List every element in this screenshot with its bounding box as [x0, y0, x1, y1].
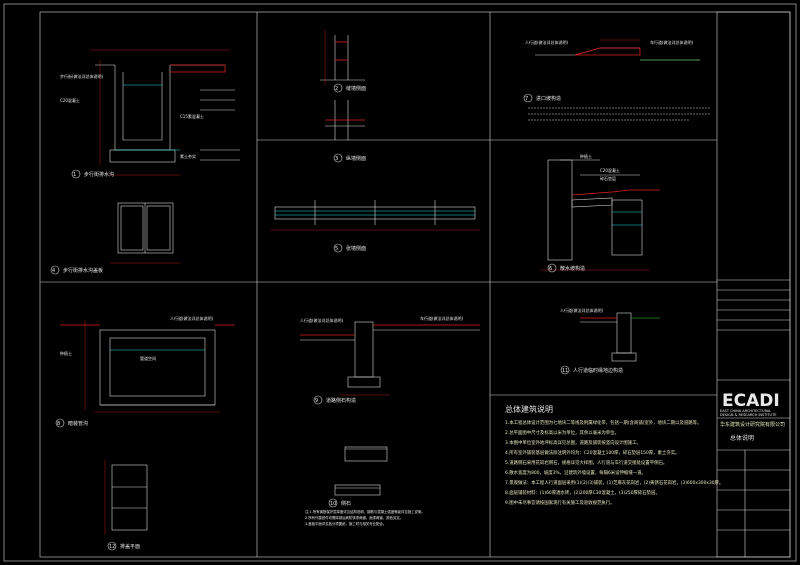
d8-number: 8 [57, 421, 60, 427]
d2-title: 缝墙侧面 [346, 85, 366, 92]
d1-label-soil: 素土夯实 [180, 153, 196, 159]
title-block-rows [717, 279, 790, 557]
d7-number: 7 [525, 96, 528, 102]
note-line: 5.道路侧石采用花岗岩侧石，规格详见大样图，人行道与车行道交接处设置平侧石。 [505, 459, 667, 466]
d8-label-pipespace: 管道空间 [140, 355, 156, 361]
d3-title: 纵墙侧面 [346, 155, 366, 162]
d5-title: 张墙侧面 [346, 245, 366, 252]
bottom-note-1: 注:1.所有钢筋保护层厚度详见结构说明，钢筋与混凝土强度等级详见施工说明。 [305, 509, 425, 514]
d1-title: 步行街排水沟 [84, 171, 114, 178]
drawing-7-section [535, 39, 700, 61]
d3-number: 3 [335, 156, 338, 162]
brand-sub-1: EAST CHINA ARCHITECTURAL [720, 409, 771, 413]
d7-notes-lines [528, 107, 710, 121]
drawing-6-section [540, 159, 660, 271]
brand-sub-2: DESIGN & RESEARCH INSTITUTE [720, 413, 776, 417]
d10-number: 10 [330, 501, 336, 507]
drawing-1-section [90, 49, 240, 176]
d8-title: 暗装管沟 [68, 420, 88, 427]
drawing-9-section [300, 321, 480, 396]
d1-number: 1 [73, 172, 76, 178]
d4-title: 步行街排水沟盖板 [63, 267, 103, 274]
bottom-note-2: 2.所有外露铁件均需除锈后刷防锈漆两道，面漆两道，颜色另定。 [305, 515, 403, 520]
d8-label-sidewalk: 人行道(做法详总体说明) [170, 315, 214, 321]
note-line: 1.本工程总体设计范围为七地块二等线及附属绿化带，包括一期(含商铺)室外，地块二… [505, 419, 701, 426]
d1-label-walkstreet: 步行街(做法详总体说明) [60, 73, 104, 79]
d4-number-bubble [50, 265, 60, 275]
d9-number: 9 [315, 398, 318, 404]
d6-label-planting: 种植土 [580, 153, 592, 159]
d2-number-bubble [333, 83, 343, 93]
note-line: 7.景观做法：本工程人行道面层采用(1)(2)(3)铺装，(1)芝麻灰花岗岩，(… [505, 479, 723, 486]
d5-number-bubble [333, 243, 343, 253]
outer-frame [3, 3, 797, 562]
notes-title: 总体建筑说明 [505, 404, 553, 414]
d7-label-sidewalk: 人行道(做法详总体说明) [525, 39, 569, 45]
d4-number: 4 [52, 268, 55, 274]
d11-label-sidewalk: 人行道(做法详总体说明) [560, 307, 604, 313]
d12-number: 12 [109, 544, 115, 550]
inner-frame [39, 11, 791, 558]
note-line: 9.图中未尽事宜请按国家现行有关施工及验收规范执行。 [505, 499, 615, 506]
sheet-name: 总体说明 [730, 434, 754, 442]
d11-number-bubble [560, 365, 570, 375]
ecadi-logo: ECADI [722, 391, 780, 411]
d6-number: 6 [549, 266, 552, 272]
note-line: 3.本图中单位室外地坪标高详见总图，道路及铺装按竖向设计图施工。 [505, 439, 641, 446]
d8-label-planting: 种植土 [60, 350, 72, 356]
d5-number: 5 [335, 246, 338, 252]
bottom-note-3: 3.盖板平面详见各分项图纸，施工时与相关专业配合。 [305, 521, 386, 526]
d9-title: 道路侧石构造 [326, 397, 356, 404]
d6-label-gravel: 碎石垫层 [600, 175, 616, 181]
d2-number: 2 [335, 86, 338, 92]
d12-title: 排盖平面 [120, 543, 140, 550]
drawing-4-plan [110, 202, 180, 264]
note-line: 2.总平面图中尺寸及标高以米为单位，其余以毫米为单位。 [505, 429, 619, 436]
title-block [716, 11, 791, 558]
drawing-2-elevation [320, 30, 365, 85]
d7-number-bubble [523, 93, 533, 103]
d9-label-sidewalk: 人行道(做法详总体说明) [300, 317, 344, 323]
d11-title: 人行道临时缘地边构造 [573, 367, 623, 374]
company-name: 华东建筑设计研究院有限公司 [720, 421, 785, 428]
drawing-3-elevation [325, 100, 365, 140]
d12-number-bubble [107, 541, 117, 551]
d7-title: 进口坡构造 [536, 95, 561, 102]
d10-title: 侧石 [341, 500, 351, 507]
d6-label-c20: C20混凝土 [600, 167, 620, 173]
d8-number-bubble [55, 418, 65, 428]
drawing-5-elevation [270, 200, 480, 231]
notes-body: 1.本工程总体设计范围为七地块二等线及附属绿化带，包括一期(含商铺)室外，地块二… [505, 419, 723, 506]
drawing-10-elevation [334, 446, 388, 496]
drawing-8-section [60, 320, 235, 413]
note-line: 4.所有室外铺装基层做法除注明外均为：C20混凝土100厚，碎石垫层150厚，素… [505, 449, 680, 456]
drawing-11-section [580, 312, 660, 362]
note-line: 8.面层铺装材料：(1)60厚透水砖，(2)200厚C30混凝土，(3)250厚… [505, 489, 660, 496]
d9-label-road: 车行道(做法详总体说明) [420, 315, 464, 321]
d6-title: 散水坡构造 [560, 265, 585, 272]
d9-number-bubble [313, 395, 323, 405]
d6-number-bubble [547, 263, 557, 273]
d1-label-c15: C15素混凝土 [180, 113, 204, 119]
d1-label-c20: C20混凝土 [60, 97, 80, 103]
d1-number-bubble [71, 169, 81, 179]
note-line: 6.散水宽度为800，坡度3%，沿建筑外墙设置，每隔6米设伸缩缝一道。 [505, 469, 646, 476]
d10-number-bubble [328, 498, 338, 508]
d7-label-road: 车行道(做法详总体说明) [650, 39, 694, 45]
drawing-12-plan [104, 460, 148, 535]
d11-number: 11 [562, 368, 568, 374]
d3-number-bubble [333, 153, 343, 163]
